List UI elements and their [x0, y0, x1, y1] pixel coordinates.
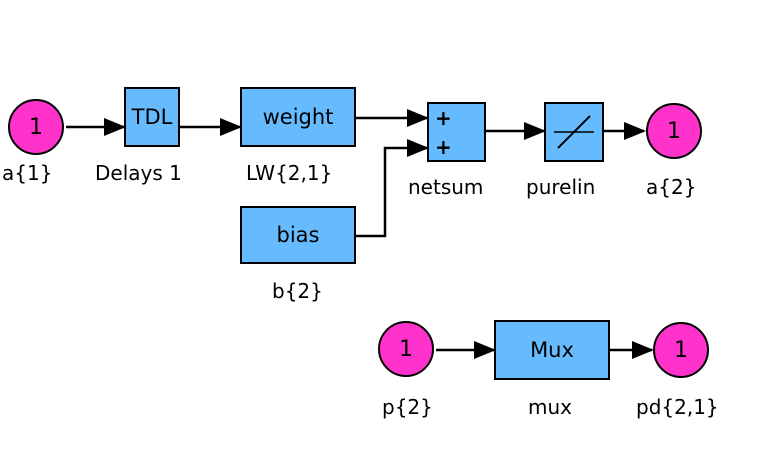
inport-p2-label: p{2} [382, 395, 433, 419]
netsum-sign-bottom: + [435, 135, 452, 159]
tdl-block-text: TDL [131, 105, 173, 129]
tdl-block[interactable]: TDL [124, 87, 180, 147]
netsum-block-label: netsum [408, 175, 484, 199]
tdl-block-label: Delays 1 [95, 161, 182, 185]
bias-block[interactable]: bias [240, 206, 356, 264]
mux-block-label: mux [528, 395, 572, 419]
connector-bias-to-netsum [356, 139, 429, 238]
outport-a2-number: 1 [667, 118, 681, 144]
outport-a2-label: a{2} [646, 175, 697, 199]
outport-pd21[interactable]: 1 [653, 322, 709, 378]
bias-block-label: b{2} [272, 279, 323, 303]
mux-block-text: Mux [530, 338, 574, 362]
weight-block[interactable]: weight [240, 87, 356, 147]
netsum-block[interactable]: + + [427, 102, 486, 162]
mux-block[interactable]: Mux [494, 320, 610, 380]
purelin-transfer-icon [554, 115, 594, 149]
inport-p2[interactable]: 1 [378, 321, 434, 377]
outport-a2[interactable]: 1 [646, 103, 702, 159]
outport-pd21-number: 1 [674, 337, 688, 363]
outport-pd21-label: pd{2,1} [636, 395, 719, 419]
inport-p2-number: 1 [399, 336, 413, 362]
weight-block-text: weight [262, 105, 334, 129]
netsum-sign-top: + [435, 106, 452, 130]
inport-a1[interactable]: 1 [8, 99, 64, 155]
inport-a1-number: 1 [29, 114, 43, 140]
bias-block-text: bias [276, 223, 320, 247]
inport-a1-label: a{1} [2, 161, 53, 185]
purelin-block-label: purelin [526, 175, 596, 199]
purelin-block[interactable] [544, 102, 604, 162]
weight-block-label: LW{2,1} [246, 161, 333, 185]
